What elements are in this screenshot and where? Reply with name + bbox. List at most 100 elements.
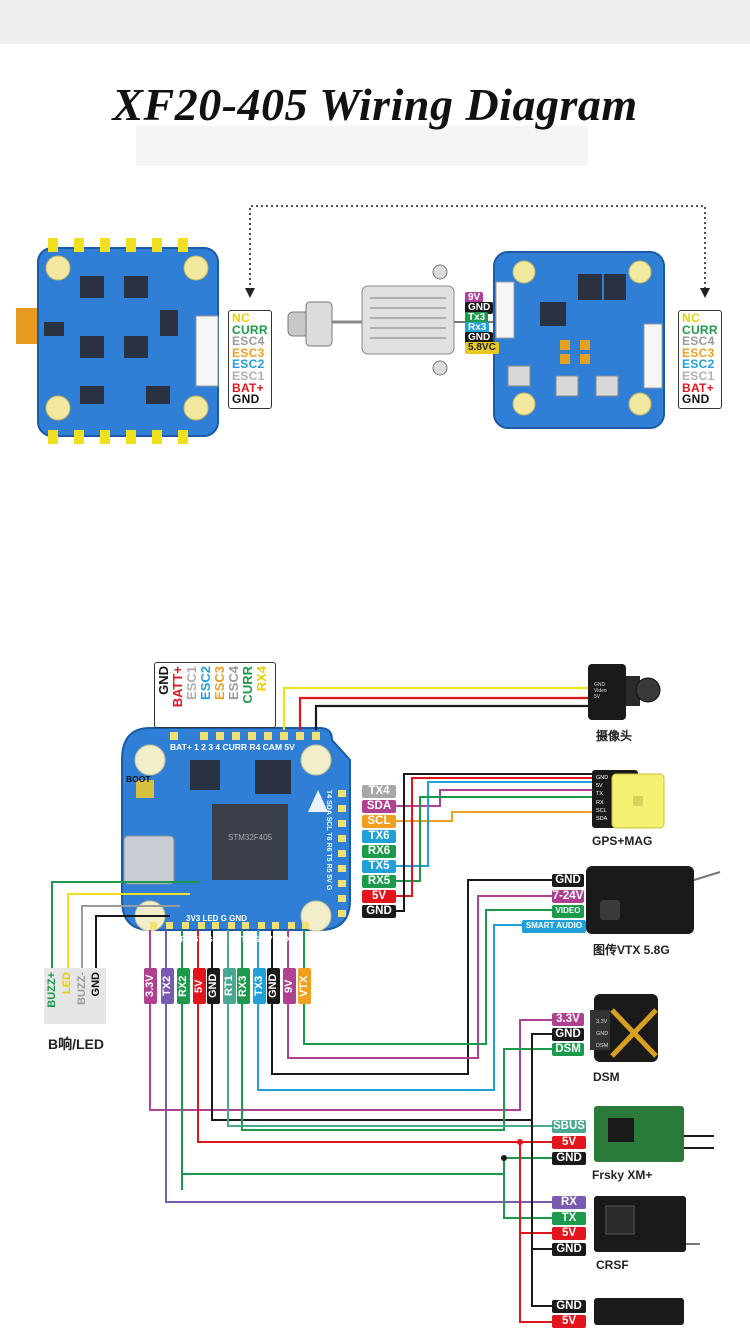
pad-label-rx6: RX6 xyxy=(362,845,396,858)
camera-pin-video: Video xyxy=(594,688,607,694)
gps-pin-scl: SCL xyxy=(596,807,607,814)
camera-module xyxy=(287,264,498,376)
pin-bat-plus: BAT+ xyxy=(232,380,264,395)
camera-pin-labels: GND Video 5V xyxy=(594,682,607,700)
pad-label-sda: SDA xyxy=(362,800,396,813)
buzz-plus-label: BUZZ+ xyxy=(46,972,58,1008)
top-pin-esc4: ESC4 xyxy=(226,666,241,700)
gps-module-icon xyxy=(592,770,665,829)
dsm-chip-gnd: GND xyxy=(596,1031,609,1037)
pad-label-rx2: RX2 xyxy=(177,968,190,1004)
pin-nc: NC xyxy=(682,311,700,325)
fc-left-silkscreen: 3V3 LED G GND xyxy=(186,914,247,923)
buzzer-box xyxy=(44,968,106,1024)
pin-gnd: GND xyxy=(682,392,710,407)
pad-label-gnd-c: GND xyxy=(267,968,280,1004)
stack-illustration xyxy=(16,205,710,444)
esc-connector-left: NC CURR ESC4 ESC3 ESC2 ESC1 BAT+ GND xyxy=(228,310,272,409)
buzzer-gnd-label: GND xyxy=(90,972,102,997)
cable-label-gnd: GND xyxy=(465,302,494,314)
crsf-pin-rx: RX xyxy=(552,1196,586,1209)
frsky-name: Frsky XM+ xyxy=(592,1168,653,1182)
top-band xyxy=(0,0,750,44)
frsky-pin-5v: 5V xyxy=(552,1136,586,1149)
camera-pin-5v: 5V xyxy=(594,694,601,700)
cable-label-58vc: 5.8VC xyxy=(465,342,499,354)
crsf-pin-5v: 5V xyxy=(552,1227,586,1240)
pin-esc1: ESC1 xyxy=(682,368,715,383)
cable-label-gnd-2: GND xyxy=(465,332,494,344)
pad-label-tx4: TX4 xyxy=(362,785,396,798)
top-pin-curr: CURR xyxy=(240,666,255,704)
top-pin-rx4: RX4 xyxy=(254,666,269,692)
pad-label-scl: SCL xyxy=(362,815,396,828)
dsm-name: DSM xyxy=(593,1070,620,1084)
pin-esc4: ESC4 xyxy=(232,334,265,349)
boot-label: BOOT xyxy=(126,774,151,784)
fc-bottom-silkscreen: T2 R2 5V G R1 T1 T3 G 9V VTX xyxy=(168,934,292,944)
top-pins-box xyxy=(154,662,276,728)
pad-label-9v: 9V xyxy=(283,968,296,1004)
frsky-pin-sbus: SBUS xyxy=(552,1120,586,1133)
pin-esc3: ESC3 xyxy=(232,345,265,360)
pad-label-tx5: TX5 xyxy=(362,860,396,873)
dsm-pin-3v3: 3.3V xyxy=(552,1013,584,1026)
arrow-left-icon xyxy=(245,288,255,298)
pin-esc3: ESC3 xyxy=(682,345,715,360)
gps-pin-gnd: GND xyxy=(596,775,609,781)
frsky-pin-gnd: GND xyxy=(552,1152,586,1165)
top-pin-esc2: ESC2 xyxy=(198,666,213,700)
pin-nc: NC xyxy=(232,311,250,325)
dsm-chip-labels: 3.3V GND DSM xyxy=(596,1016,608,1052)
pad-label-tx6: TX6 xyxy=(362,830,396,843)
dsm-module-icon xyxy=(590,994,658,1062)
cable-label-tx3: Tx3 xyxy=(465,312,489,324)
camera-pin-gnd: GND xyxy=(594,682,606,688)
pad-label-3v3: 3.3V xyxy=(144,968,157,1004)
pad-label-rx3: RX3 xyxy=(237,968,250,1004)
pin-esc2: ESC2 xyxy=(682,357,715,372)
dsm-pin-gnd: GND xyxy=(552,1028,584,1041)
gps-pin-tx: TX xyxy=(596,791,604,798)
fc-top-silkscreen: BAT+ 1 2 3 4 CURR R4 CAM 5V xyxy=(170,742,295,752)
pin-esc2: ESC2 xyxy=(232,357,265,372)
gps-pin-rx: RX xyxy=(596,799,604,806)
fc-right-silkscreen: T4 SDA SCL T6 R6 T5 R5 5V G xyxy=(325,790,332,891)
vtx-pin-7-24v: 7-24V xyxy=(552,890,584,903)
extra-module-icon xyxy=(594,1298,684,1325)
gps-pin-sda: SDA xyxy=(596,816,608,823)
dsm-pin-dsm: DSM xyxy=(552,1043,584,1056)
pad-label-gnd: GND xyxy=(362,905,396,918)
gps-name: GPS+MAG xyxy=(592,834,653,848)
pad-label-5v: 5V xyxy=(362,890,396,903)
pad-label-rt1: RT1 xyxy=(223,968,236,1004)
pin-gnd: GND xyxy=(232,392,260,407)
page-title: XF20-405 Wiring Diagram xyxy=(112,79,638,130)
crsf-pin-gnd: GND xyxy=(552,1243,586,1256)
fc-board: STM32F405 xyxy=(121,727,351,932)
pin-esc1: ESC1 xyxy=(232,368,265,383)
vtx-pin-smart-audio: SMART AUDIO xyxy=(522,920,586,933)
dsm-chip-dsm: DSM xyxy=(596,1043,609,1049)
buzzer-name: B响/LED xyxy=(48,1036,104,1052)
pin-esc4: ESC4 xyxy=(682,334,715,349)
svg-text:STM32F405: STM32F405 xyxy=(228,833,273,842)
top-pin-gnd: GND xyxy=(156,666,171,695)
gps-pin-5v: 5V xyxy=(596,783,603,790)
fc-board-photo xyxy=(493,251,665,429)
arrow-right-icon xyxy=(700,288,710,298)
title-underlay xyxy=(136,126,588,166)
dsm-chip-3v3: 3.3V xyxy=(596,1019,608,1025)
buzz-minus-label: BUZZ- xyxy=(76,972,88,1005)
pad-label-tx2: TX2 xyxy=(161,968,174,1004)
pad-label-5v-b: 5V xyxy=(193,968,206,1004)
vtx-pin-video: VIDEO xyxy=(552,905,584,918)
cable-label-9v: 9V xyxy=(465,292,484,304)
frsky-module-icon xyxy=(594,1106,714,1162)
led-label: LED xyxy=(61,972,73,994)
pad-label-vtx: VTX xyxy=(298,968,311,1004)
vtx-module-icon xyxy=(586,866,721,934)
dotted-link xyxy=(249,205,706,290)
top-pin-esc1: ESC1 xyxy=(184,666,199,700)
